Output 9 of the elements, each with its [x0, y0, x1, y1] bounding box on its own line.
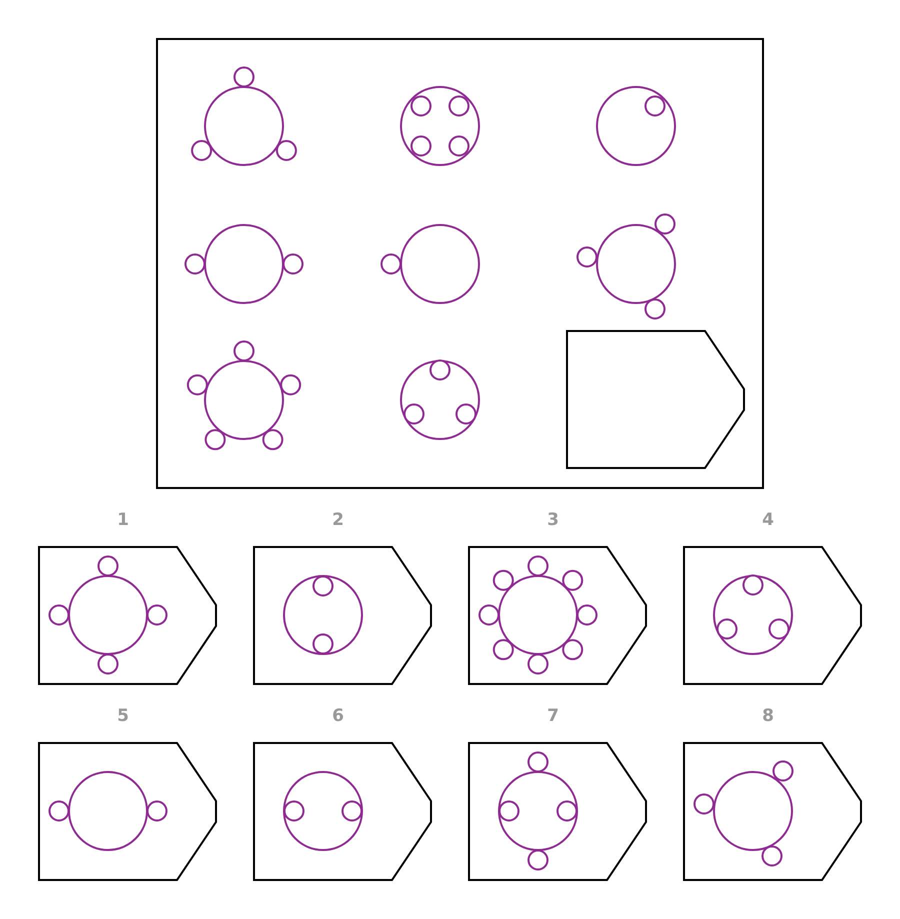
option-number: 8: [761, 706, 775, 726]
option-number: 1: [116, 510, 130, 530]
option-number: 7: [546, 706, 560, 726]
answer-slot: [566, 330, 745, 469]
option-number: 6: [331, 706, 345, 726]
option-number: 2: [331, 510, 345, 530]
option-number: 5: [116, 706, 130, 726]
option-number: 4: [761, 510, 775, 530]
option-number: 3: [546, 510, 560, 530]
